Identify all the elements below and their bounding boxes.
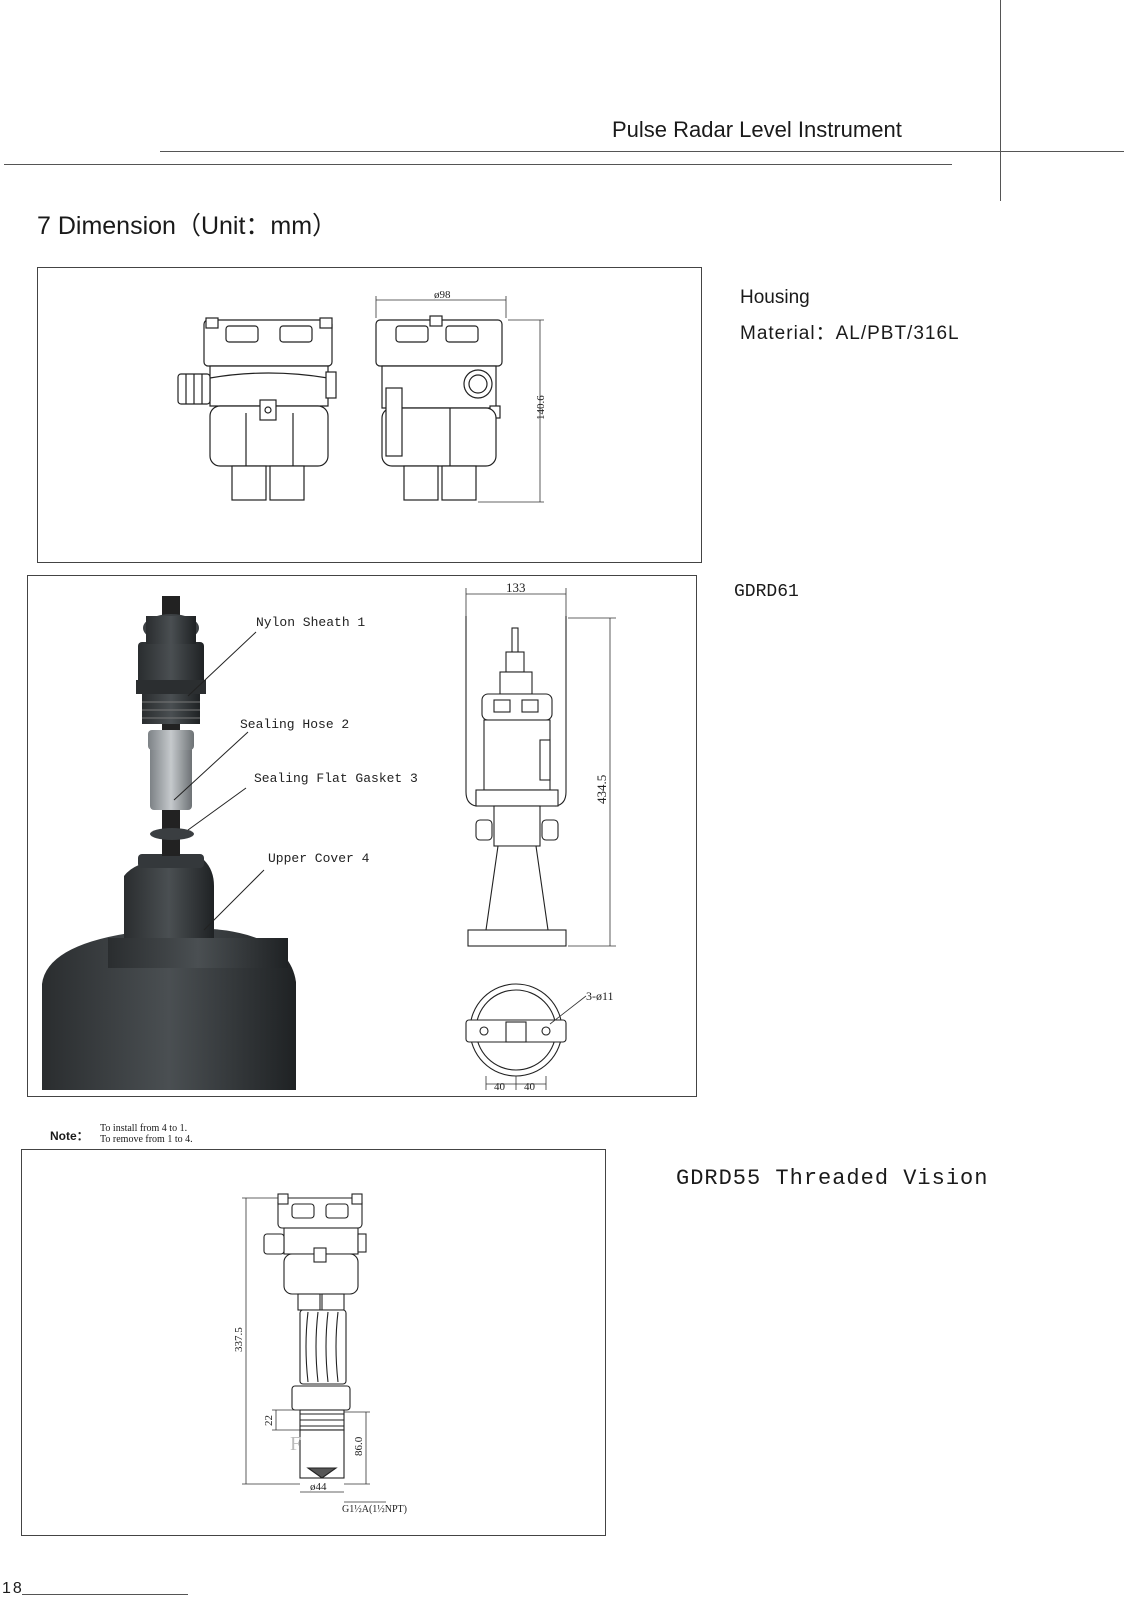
gdrd61-label: GDRD61 — [734, 582, 799, 602]
housing-drawing: ø98 140.6 — [177, 289, 547, 503]
gdrd61-dimension-lines — [465, 588, 616, 947]
gdrd61-drawing: Nylon Sheath 1 Sealing Hose 2 Sealing Fl… — [42, 580, 616, 1093]
gdrd61-callout-3: Sealing Flat Gasket 3 — [254, 771, 418, 786]
housing-material: Material：AL/PBT/316L — [740, 323, 960, 344]
note-line-1: To install from 4 to 1. — [100, 1123, 188, 1134]
gdrd61-callout-4: Upper Cover 4 — [268, 851, 370, 866]
gdrd55-dimension-lines — [242, 1197, 386, 1503]
gdrd61-height-dim: 434.5 — [594, 775, 609, 804]
gdrd55-lower-height-dim: 86.0 — [353, 1436, 365, 1456]
note-label: Note： — [50, 1129, 89, 1143]
gdrd61-plan-dims — [485, 995, 587, 1090]
page-number: 18 — [2, 1580, 24, 1597]
section-title: 7 Dimension（Unit：mm） — [37, 212, 338, 240]
gdrd55-diameter-dim: ø44 — [310, 1481, 327, 1493]
gdrd61-spacing-left-dim: 40 — [494, 1081, 506, 1093]
housing-label: Housing — [740, 287, 810, 308]
gdrd61-elevation-view — [465, 616, 567, 947]
gdrd55-figure: F 337.5 22 86.0 ø44 G1½A(1½NPT) — [21, 1149, 606, 1536]
gdrd55-thread-dim: G1½A(1½NPT) — [342, 1504, 407, 1515]
gdrd61-spacing-right-dim: 40 — [524, 1081, 536, 1093]
header-title: Pulse Radar Level Instrument — [612, 117, 902, 142]
gdrd61-figure: Nylon Sheath 1 Sealing Hose 2 Sealing Fl… — [27, 575, 697, 1097]
gdrd55-drawing: F 337.5 22 86.0 ø44 G1½A(1½NPT) — [233, 1193, 407, 1515]
gdrd61-exploded-assembly — [42, 596, 296, 1090]
gdrd61-width-dim: 133 — [506, 580, 526, 595]
header-rule-short — [160, 151, 1124, 152]
note-line-2: To remove from 1 to 4. — [100, 1134, 193, 1145]
gdrd55-elevation-view: F — [263, 1193, 367, 1479]
svg-text:F: F — [290, 1433, 301, 1455]
gdrd61-callout-leaders — [173, 631, 265, 931]
gdrd61-plan-view — [465, 983, 567, 1077]
gdrd61-callout-2: Sealing Hose 2 — [240, 717, 349, 732]
housing-side-view — [375, 315, 503, 501]
gdrd61-holes-dim: 3-ø11 — [586, 989, 614, 1003]
gdrd55-total-height-dim: 337.5 — [233, 1327, 245, 1352]
footer-rule — [22, 1594, 188, 1595]
gdrd61-callout-1: Nylon Sheath 1 — [256, 615, 365, 630]
housing-dimension-lines — [375, 296, 544, 503]
housing-width-dim: ø98 — [434, 289, 451, 301]
gdrd55-thread-height-dim: 22 — [263, 1415, 275, 1426]
header-rule-vertical — [1000, 0, 1001, 201]
gdrd55-label: GDRD55 Threaded Vision — [676, 1166, 989, 1191]
housing-front-view — [177, 317, 337, 501]
housing-figure: ø98 140.6 — [37, 267, 702, 563]
housing-height-dim: 140.6 — [535, 395, 547, 420]
header-rule-long — [4, 164, 952, 165]
